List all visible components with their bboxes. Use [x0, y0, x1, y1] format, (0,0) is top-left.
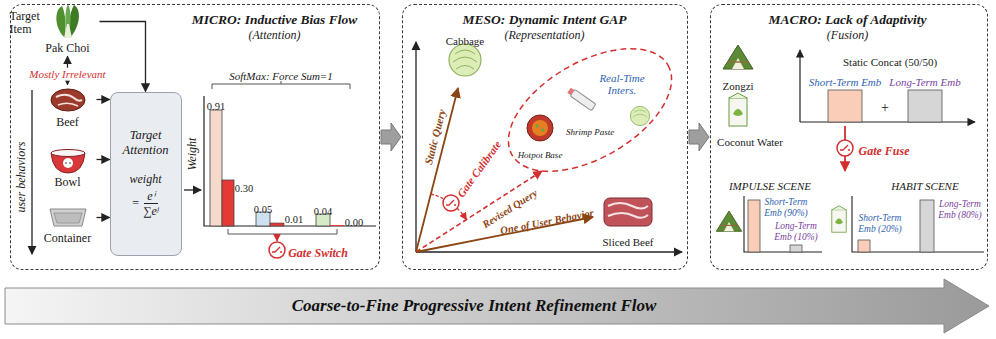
figure-label: Long-Term Emb (80%) — [936, 199, 984, 220]
figure-label: Static Query — [422, 108, 448, 166]
figure-label: Gate Calibrate — [455, 139, 504, 200]
connector — [97, 217, 110, 218]
figure-label: Short-Term Emb (20%) — [856, 213, 904, 234]
figure-label: Short-Term Emb — [809, 76, 882, 88]
stage-panel: MICRO: Inductive Bias Flow(Attention) Tar… — [10, 4, 380, 270]
figure-label: 0.05 — [254, 204, 272, 216]
item-label: Bowl — [40, 176, 96, 190]
figure-label: Real-Time Inters. — [594, 72, 650, 97]
band-text: Coarse-to-Fine Progressive Intent Refine… — [292, 296, 657, 316]
figure-label: Coconut Water — [717, 136, 783, 148]
item-label: Container — [40, 232, 96, 246]
figure-label: IMPULSE SCENE — [729, 180, 811, 192]
figure-label: 0.00 — [345, 217, 363, 229]
fraction: eⁱ∑eʲ — [143, 189, 159, 219]
formula-row: = eⁱ∑eʲ — [132, 189, 159, 219]
figure-label: 0.30 — [235, 183, 253, 195]
formula-text: weight — [130, 172, 162, 186]
figure-label: SoftMax: Force Sum=1 — [229, 70, 333, 82]
band-arrow — [5, 279, 989, 333]
figure-label: + — [881, 100, 889, 116]
panel-subtitle: (Fusion) — [827, 29, 868, 42]
figure-label: Static Concat (50/50) — [843, 56, 937, 68]
panel-title: MESO: Dynamic Intent GAP — [463, 13, 627, 28]
behavior-item: Beef — [40, 86, 96, 130]
figure-label: Cabbage — [446, 35, 484, 47]
panel-subtitle: (Representation) — [504, 29, 584, 42]
item-label: Beef — [40, 116, 96, 130]
stage-transition-arrow — [381, 123, 401, 151]
target-item: Target ItemPak Choi — [10, 4, 100, 56]
item-heading: Target Item — [10, 10, 52, 38]
formula-text: eⁱ — [144, 189, 157, 204]
figure-label: 0.01 — [285, 214, 303, 226]
figure-label: HABIT SCENE — [891, 180, 958, 192]
box-heading: Target Attention — [115, 128, 177, 158]
stage-panel: MESO: Dynamic Intent GAP(Representation) — [402, 4, 688, 270]
figure-label: 0.91 — [207, 101, 225, 113]
figure-label: Hotpot Base — [518, 150, 563, 160]
figure-label: Shrimp Paste — [566, 127, 614, 137]
flow-arrow-band: Coarse-to-Fine Progressive Intent Refine… — [4, 278, 990, 334]
connector — [100, 22, 146, 92]
figure-label: Gate Switch — [288, 247, 348, 260]
edge-label: Mostly Irrelevant — [27, 68, 107, 81]
formula-text: ∑eʲ — [143, 204, 159, 218]
attention-box: Target Attention weight = eⁱ∑eʲ — [110, 92, 182, 256]
figure-label: Long-Term Emb — [889, 76, 960, 88]
item-label: Pak Choi — [40, 4, 96, 56]
figure-label: Sliced Beef — [602, 236, 653, 248]
figure-label: Long-Term Emb (10%) — [772, 221, 820, 242]
panel-title: MICRO: Inductive Bias Flow — [192, 13, 357, 28]
formula-text: = — [132, 196, 139, 211]
figure-label: 0.04 — [314, 206, 332, 218]
panel-subtitle: (Attention) — [249, 29, 301, 42]
behavior-item: Container — [40, 204, 96, 246]
figure-label: Weight — [186, 138, 199, 171]
panel-title: MACRO: Lack of Adaptivity — [768, 13, 926, 28]
stage-transition-arrow — [689, 123, 709, 151]
figure-label: Zongzi — [722, 80, 753, 92]
figure-label: Gate Fuse — [859, 145, 910, 158]
connector — [97, 99, 110, 100]
text-holder: Target Item — [10, 10, 52, 38]
behavior-item: Bowl — [40, 146, 96, 190]
figure-label: Short-Term Emb (90%) — [762, 197, 810, 218]
connector — [97, 159, 110, 160]
figure-label: user behaviors — [15, 142, 28, 213]
